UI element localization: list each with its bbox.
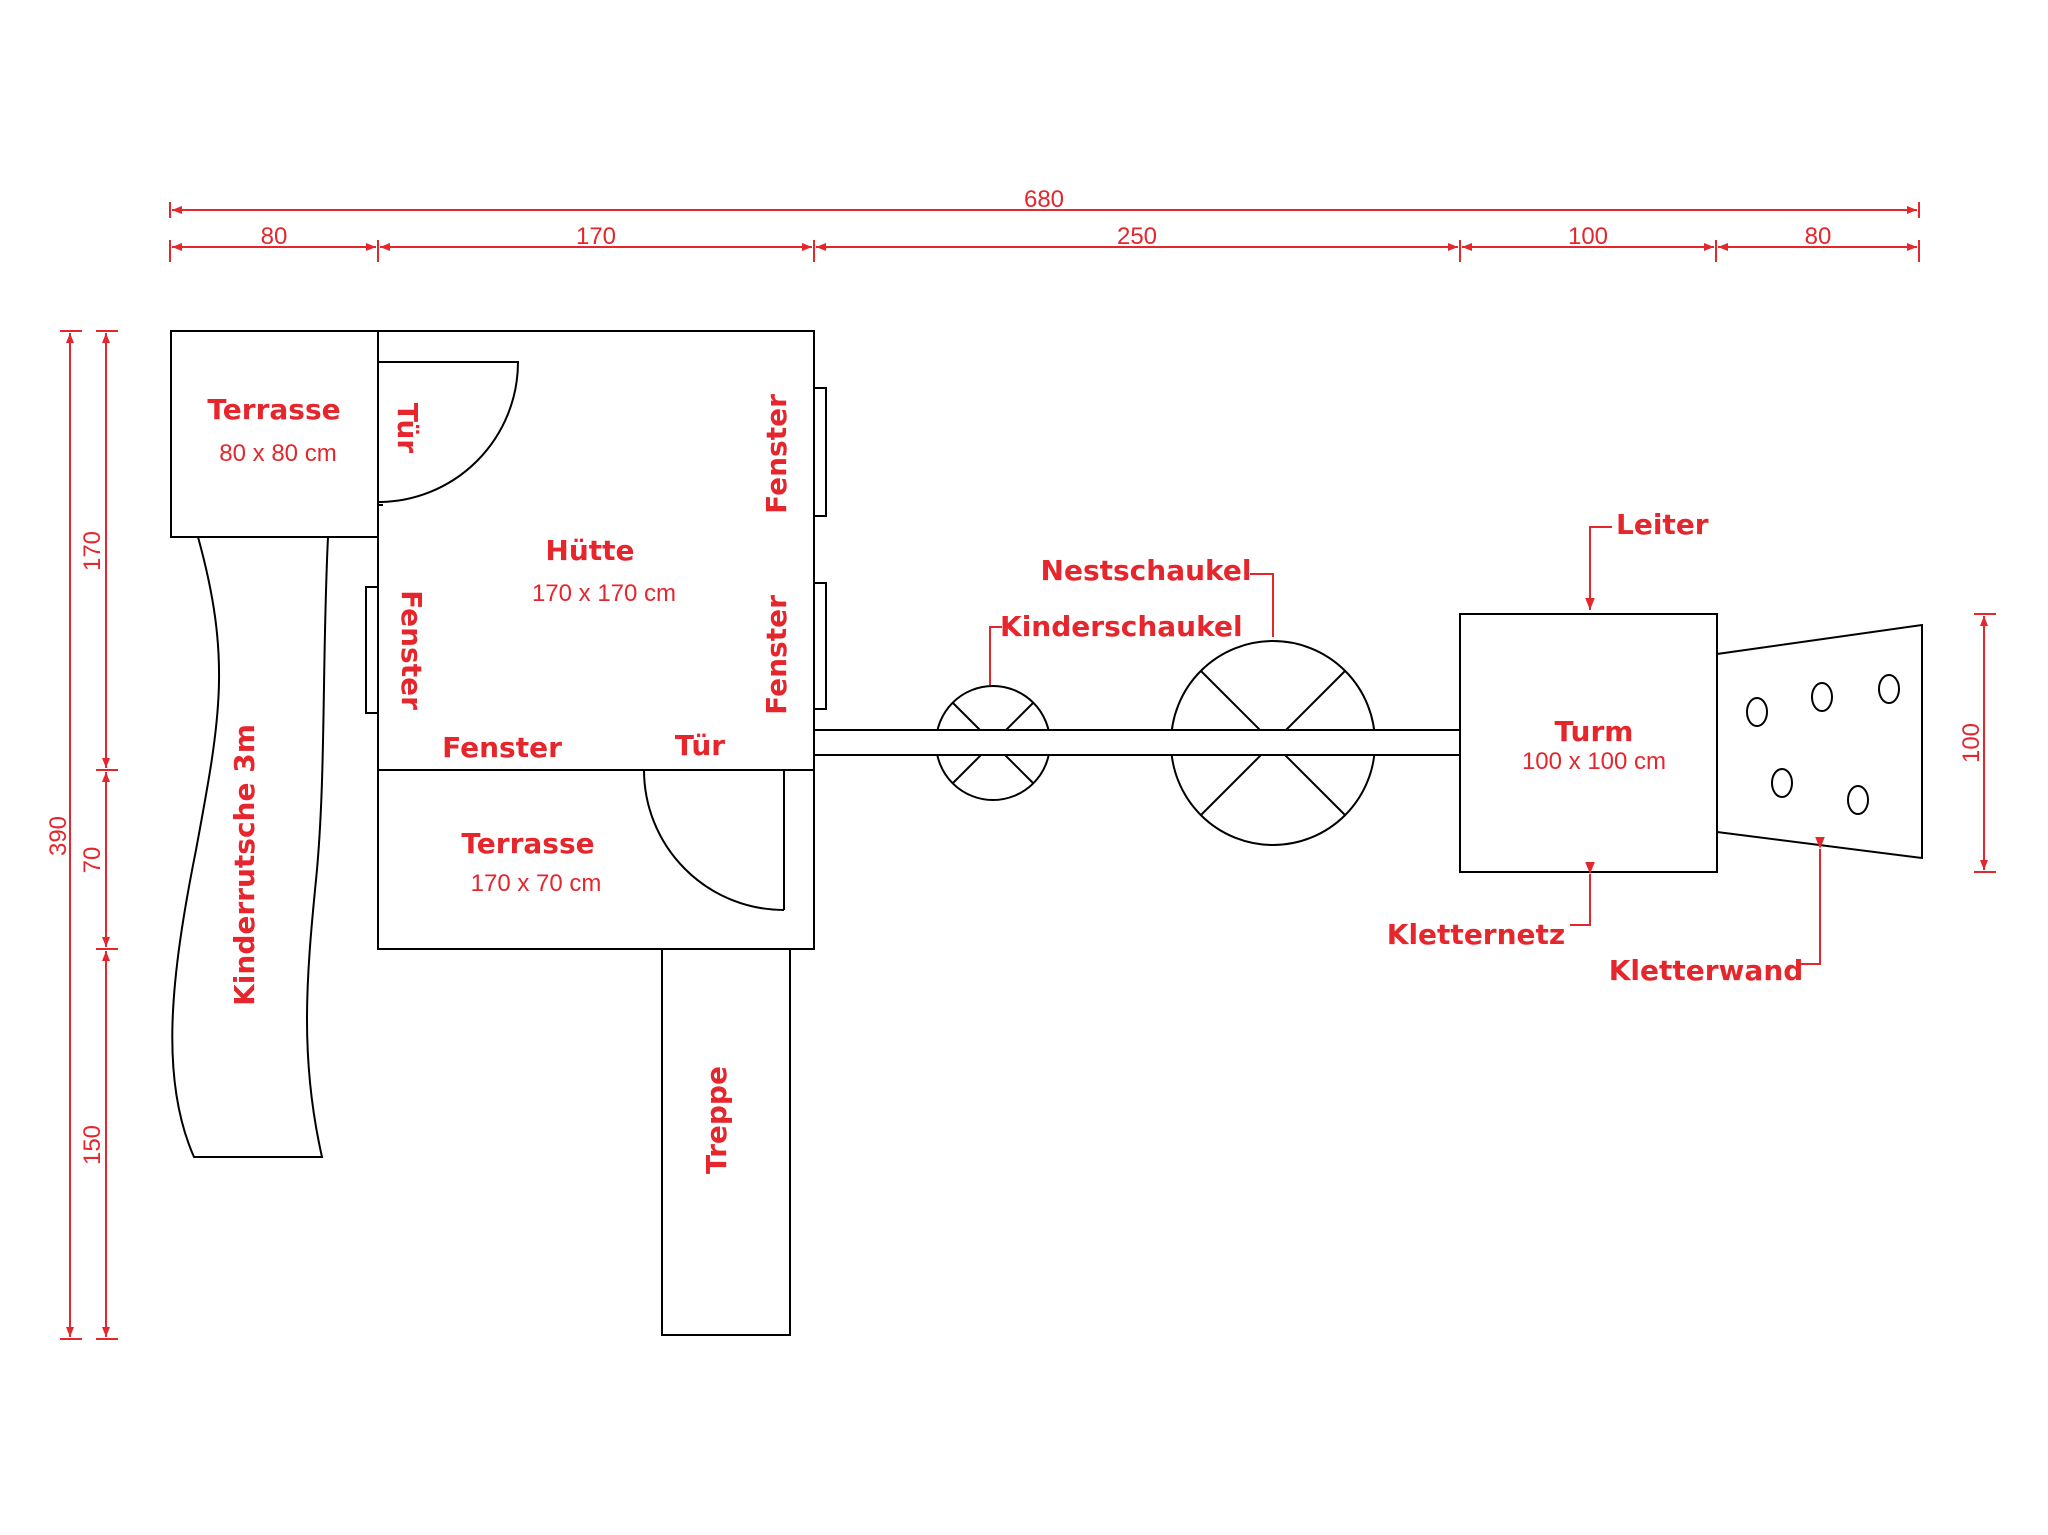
tower-size: 100 x 100 cm: [1522, 748, 1666, 775]
tower-title: Turm: [1555, 715, 1634, 748]
slide-label: Kinderrutsche 3m: [228, 724, 261, 1006]
dim-left-segment-1: 170: [79, 531, 106, 571]
window-left: [365, 586, 379, 714]
terrace-small-size: 80 x 80 cm: [219, 440, 336, 467]
terrace-big: [377, 769, 815, 950]
right-dimension: 100: [1958, 613, 1996, 873]
stairs: [661, 948, 791, 1336]
dim-segment-5: 80: [1805, 223, 1832, 250]
door-bottom-swing: [643, 769, 785, 911]
window-right-top-label: Fenster: [760, 394, 793, 514]
top-dimensions: 680 80 170 250 100 80: [169, 186, 1920, 262]
door-top-swing: [377, 361, 520, 503]
climbing-wall-label: Kletterwand: [1609, 954, 1804, 987]
left-dimensions: 390 170 70 150: [45, 330, 118, 1340]
stairs-label: Treppe: [700, 1066, 733, 1174]
climbing-hold: [1771, 768, 1793, 798]
terrace-big-size: 170 x 70 cm: [471, 870, 602, 897]
window-left-label: Fenster: [395, 590, 428, 710]
kids-swing-label: Kinderschaukel: [1000, 610, 1243, 643]
dim-total-width: 680: [1024, 186, 1064, 213]
slide-shape: [171, 536, 330, 1158]
window-right-bottom: [813, 582, 827, 710]
terrace-small: [170, 330, 379, 538]
dim-tower-depth: 100: [1958, 723, 1985, 763]
climbing-hold: [1811, 682, 1833, 712]
window-right-top: [813, 387, 827, 517]
climbing-hold: [1847, 785, 1869, 815]
climbing-net-label: Kletternetz: [1387, 918, 1565, 951]
swing-beam: [813, 729, 1499, 756]
dim-left-segment-2: 70: [79, 847, 106, 874]
door-bottom-label: Tür: [675, 729, 725, 762]
window-bottom-label: Fenster: [442, 731, 562, 764]
dim-segment-3: 250: [1117, 223, 1157, 250]
hut-title: Hütte: [545, 534, 634, 567]
terrace-small-title: Terrasse: [207, 393, 340, 426]
dim-left-segment-3: 150: [79, 1125, 106, 1165]
dim-total-depth: 390: [45, 816, 72, 856]
door-top-label: Tür: [391, 403, 424, 453]
climbing-hold: [1746, 697, 1768, 727]
hut-size: 170 x 170 cm: [532, 580, 676, 607]
window-right-bottom-label: Fenster: [760, 595, 793, 715]
climbing-holds: [1746, 674, 1900, 815]
dim-segment-2: 170: [576, 223, 616, 250]
climbing-hold: [1878, 674, 1900, 704]
dim-segment-1: 80: [261, 223, 288, 250]
terrace-big-title: Terrasse: [461, 827, 594, 860]
hut: [377, 330, 815, 771]
climbing-wall: [1716, 623, 1923, 860]
nest-swing-label: Nestschaukel: [1041, 554, 1252, 587]
dim-segment-4: 100: [1568, 223, 1608, 250]
ladder-label: Leiter: [1616, 508, 1709, 541]
